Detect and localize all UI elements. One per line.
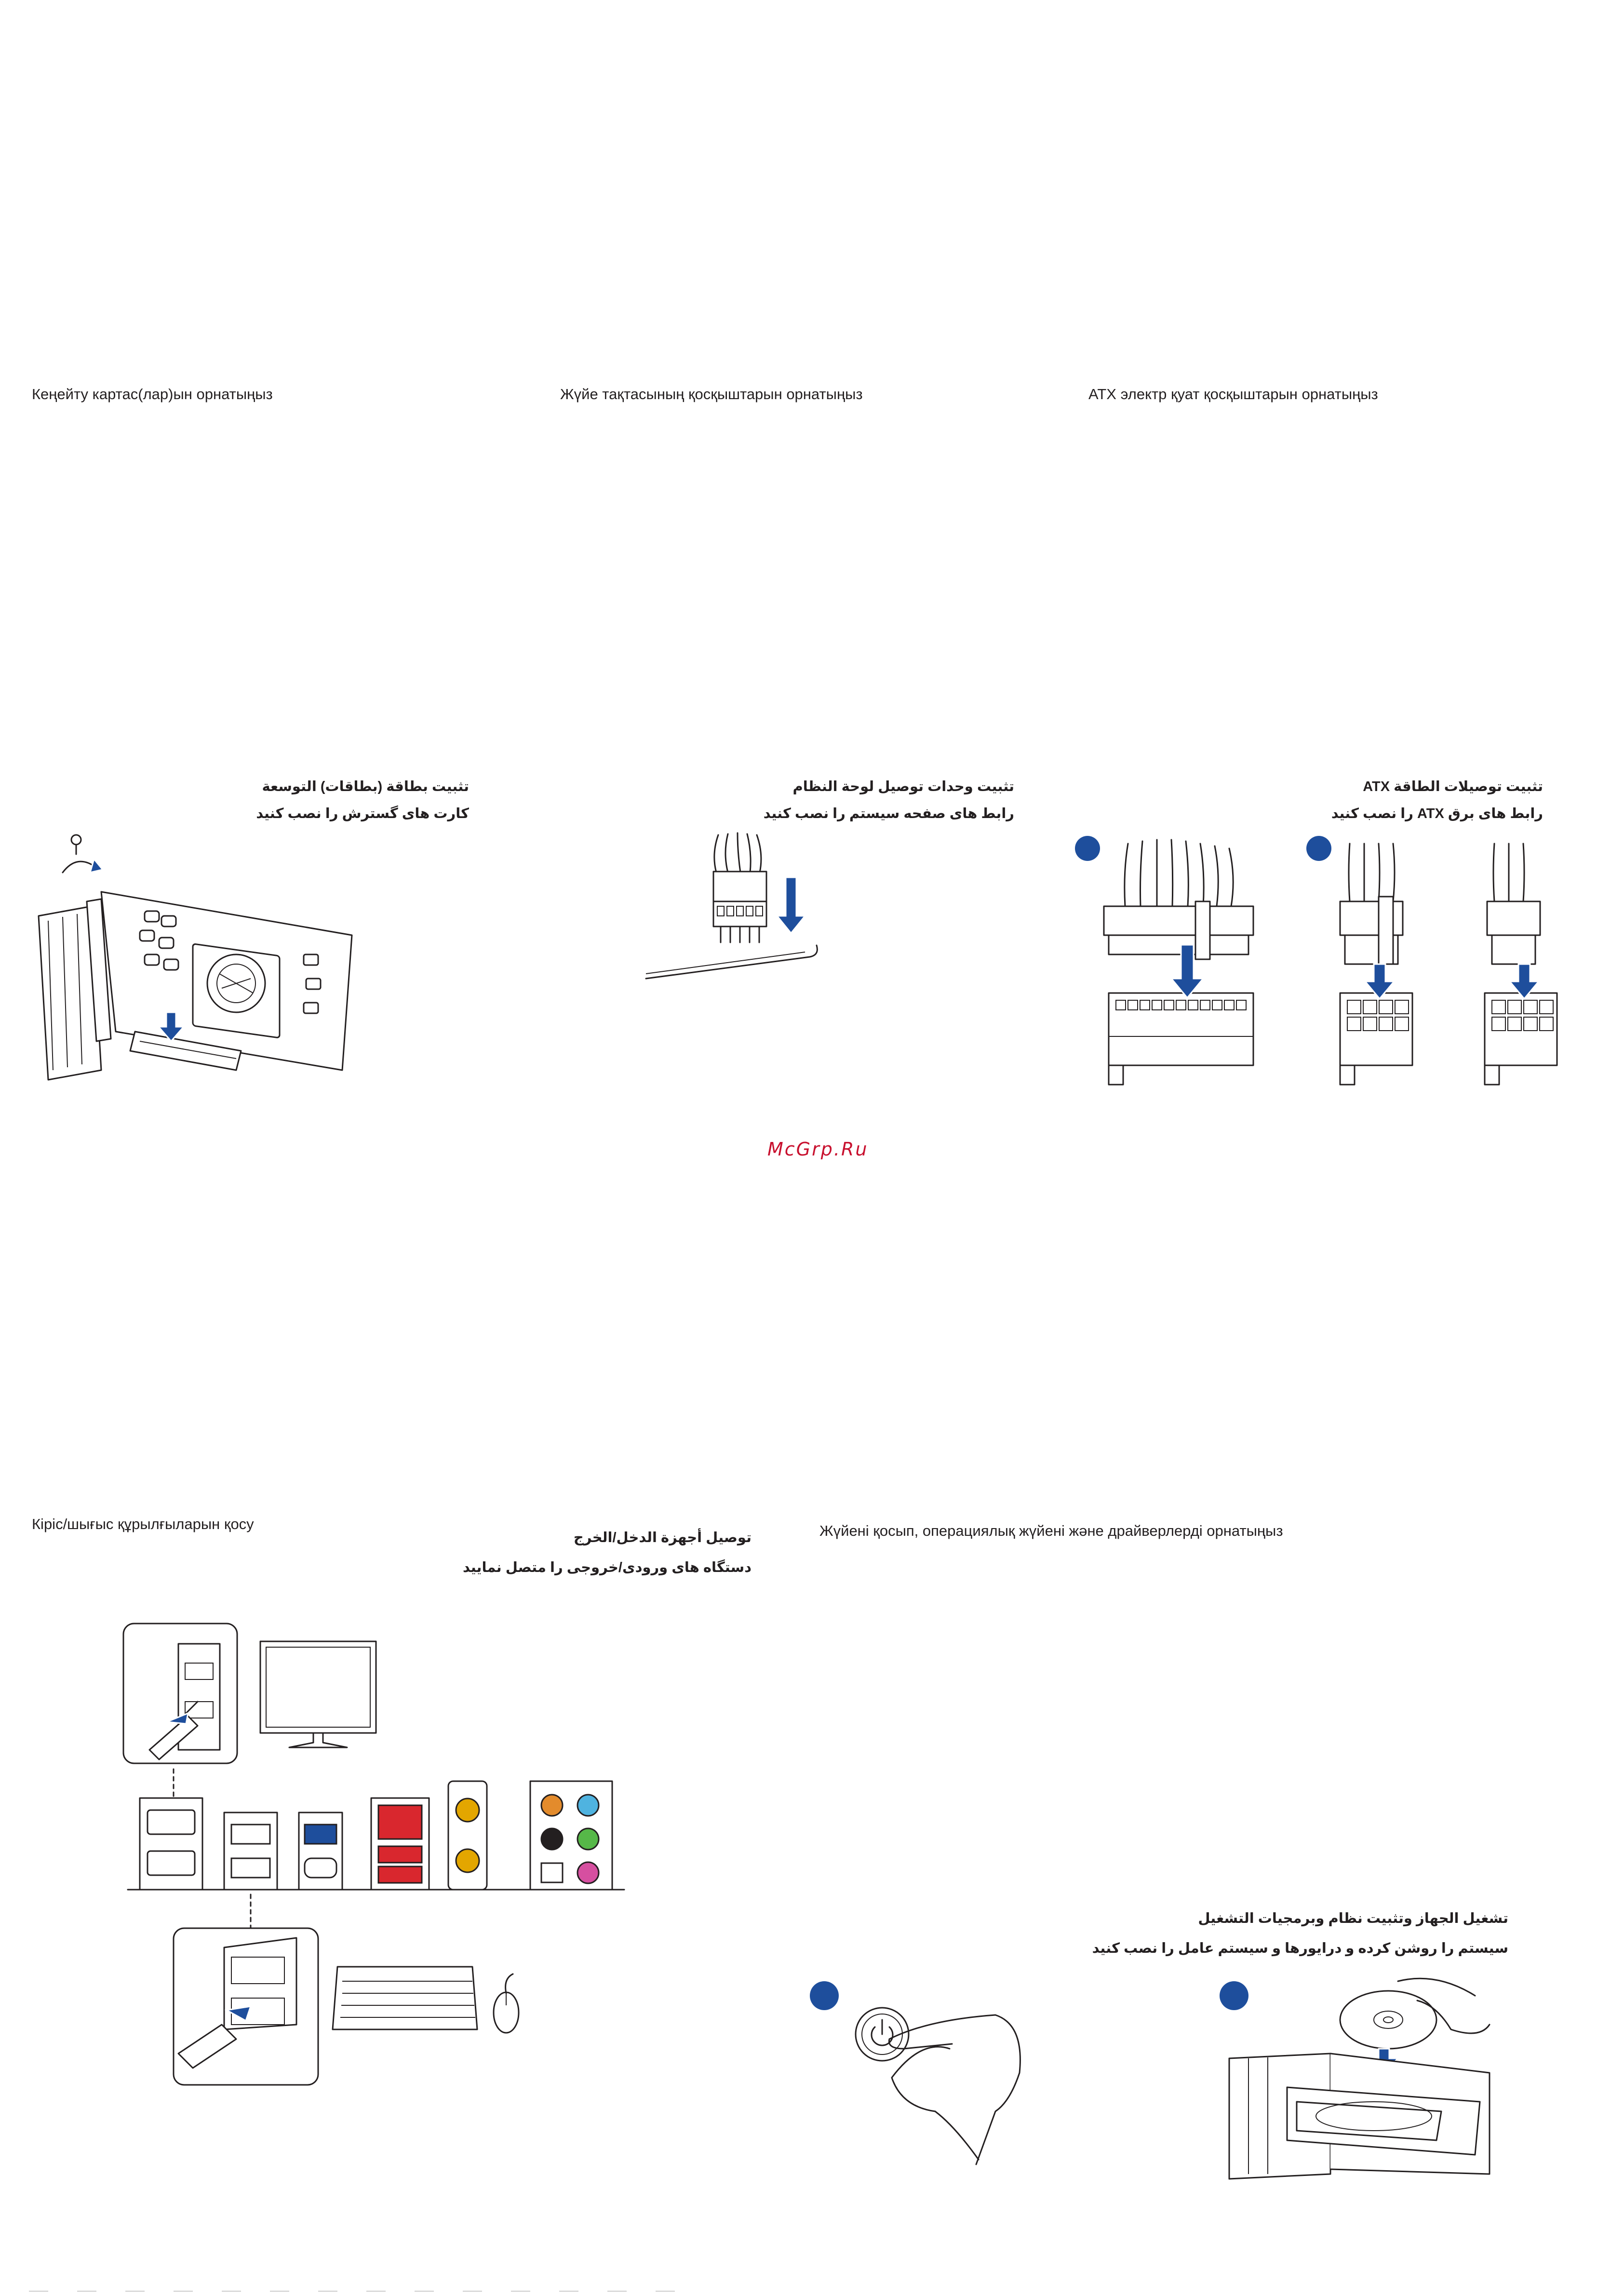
power-icon: [871, 2019, 894, 2046]
atx-kz-title: ATX электр қуат қосқыштарын орнатыңыз: [1088, 386, 1378, 403]
disc-icon: [1339, 1990, 1437, 2050]
panel-fa-title: رابط های صفحه سیستم را نصب کنید: [763, 806, 1014, 821]
screw-icon: [70, 834, 82, 855]
expansion-ar-title: تثبيت بطاقة (بطاقات) التوسعة: [262, 779, 469, 794]
panel-ar-title: تثبيت وحدات توصيل لوحة النظام: [792, 779, 1014, 794]
keyboard-icon: [332, 1966, 478, 2030]
expansion-kz-title: Кеңейту картас(лар)ын орнатыңыз: [32, 386, 273, 403]
atx-24pin-illustration: [1075, 836, 1254, 1086]
io-panel-illustration: [122, 1623, 625, 2086]
step-badge-a: [1075, 836, 1100, 861]
io-fa-title: دستگاه های ورودی/خروجی را متصل نمایید: [462, 1560, 752, 1575]
atx-ar-title: تثبيت توصيلات الطاقة ATX: [1363, 779, 1543, 794]
panel-connector-illustration: [645, 832, 818, 980]
bottom-rule: [29, 2291, 704, 2292]
optical-disc-illustration: [1220, 1977, 1490, 2180]
monitor-icon: [259, 1640, 377, 1748]
insert-arrow-icon-left: [1363, 963, 1396, 1000]
insert-arrow-icon: [1169, 944, 1205, 999]
atx-fa-title: رابط های برق ATX را نصب کنید: [1331, 806, 1543, 821]
insert-arrow-icon-right: [1508, 963, 1541, 1000]
atx-8pin-illustration: [1306, 836, 1558, 1086]
usb-plug-icon: [177, 2024, 237, 2069]
mouse-icon: [493, 1973, 520, 2034]
expansion-fa-title: کارت های گسترش را نصب کنید: [256, 806, 469, 821]
watermark: McGrp.Ru: [767, 1139, 869, 1160]
step-badge-b: [1306, 836, 1331, 861]
insert-arrow-icon: [775, 876, 807, 935]
power-button-illustration: [810, 1981, 1021, 2165]
power-on-fa-title: سیستم را روشن کرده و درایورها و سیستم عا…: [1092, 1941, 1508, 1956]
power-on-ar-title: تشغيل الجهاز وتثبيت نظام وبرمجيات التشغي…: [1198, 1911, 1508, 1926]
io-ar-title: توصيل أجهزة الدخل/الخرج: [573, 1530, 752, 1545]
hdmi-plug-icon: [148, 1715, 199, 1760]
step-badge-b: [1220, 1981, 1248, 2010]
power-on-kz-title: Жүйені қосып, операциялық жүйені және др…: [819, 1522, 1283, 1539]
expansion-card-illustration: [38, 834, 353, 1081]
step-badge-a: [810, 1981, 839, 2010]
rotate-arrowhead-icon: [89, 857, 104, 874]
io-kz-title: Кіріс/шығыс құрылғыларын қосу: [32, 1516, 254, 1532]
insert-arrow-icon: [157, 1011, 186, 1043]
panel-kz-title: Жүйе тақтасының қосқыштарын орнатыңыз: [560, 386, 863, 403]
